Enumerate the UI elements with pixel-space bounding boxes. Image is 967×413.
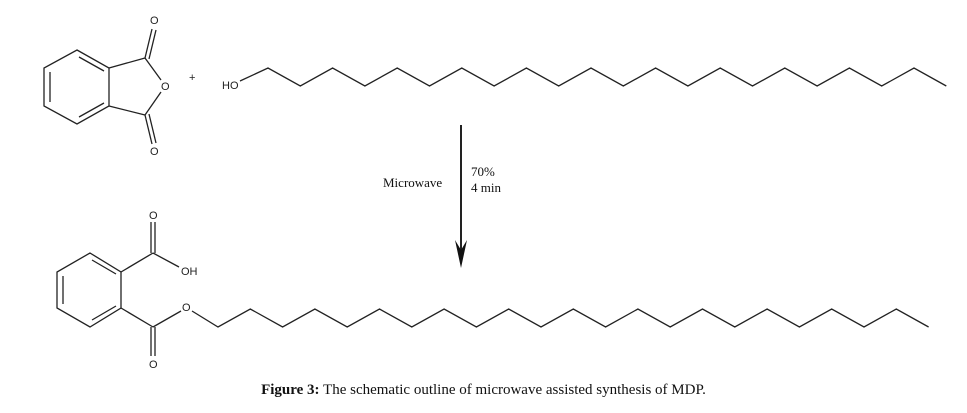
product-mdp: O OH O O: [56, 210, 929, 371]
reaction-arrow: [455, 125, 467, 268]
atom-o: O: [150, 15, 159, 27]
caption-label: Figure 3:: [261, 382, 320, 398]
atom-o: O: [149, 359, 158, 371]
atom-o: O: [182, 302, 191, 314]
plus-sign: +: [189, 72, 195, 84]
hydroxyl-label: HO: [222, 80, 239, 92]
alcohol: HO: [222, 67, 947, 92]
phthalic-anhydride: O O O: [43, 15, 170, 158]
condition-power: 70%: [471, 164, 495, 179]
atom-o: O: [149, 210, 158, 222]
atom-o: O: [161, 81, 170, 93]
hydroxyl-label: OH: [181, 266, 198, 278]
atom-o: O: [150, 146, 159, 158]
figure-caption: Figure 3: The schematic outline of micro…: [0, 382, 967, 399]
condition-time: 4 min: [471, 180, 501, 195]
caption-text: The schematic outline of microwave assis…: [319, 382, 706, 398]
condition-microwave: Microwave: [383, 175, 442, 190]
